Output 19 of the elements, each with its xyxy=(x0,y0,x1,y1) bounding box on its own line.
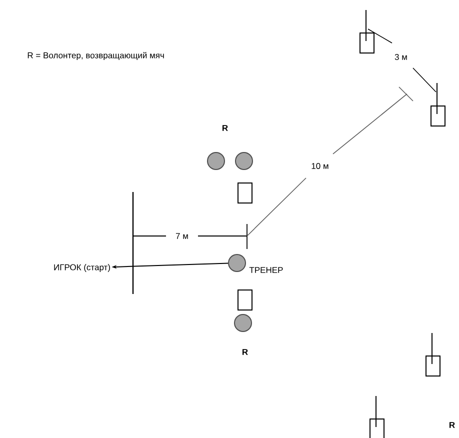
dimension-label: 3 м xyxy=(394,52,408,61)
flag-marker xyxy=(430,82,446,126)
flag-marker xyxy=(370,396,384,438)
dimension-label: 10 м xyxy=(310,162,330,170)
ball-circle xyxy=(234,314,252,332)
node-caption: ТРЕНЕР xyxy=(249,267,283,273)
legend-note: R = Волонтер, возвращающий мяч xyxy=(26,50,166,62)
box-marker xyxy=(238,182,252,204)
player-label: ИГРОК (старт) xyxy=(54,264,110,272)
marker-letter: R xyxy=(448,421,456,429)
ball-circle xyxy=(235,152,253,170)
flag-marker xyxy=(426,332,440,376)
marker-letter: R xyxy=(220,124,230,132)
box-marker xyxy=(238,290,252,310)
flag-marker xyxy=(360,10,374,54)
ball-circle xyxy=(228,254,246,272)
dimension-label: 7 м xyxy=(174,232,190,240)
ball-circle xyxy=(207,152,225,170)
marker-letter: R xyxy=(240,348,250,356)
